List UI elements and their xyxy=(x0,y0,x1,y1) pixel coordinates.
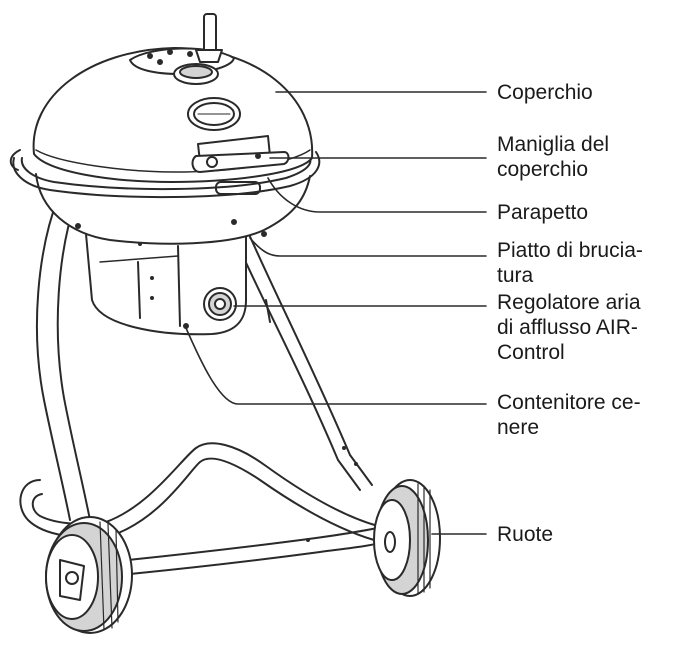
label-coperchio: Coperchio xyxy=(497,80,593,105)
label-line: nere xyxy=(497,416,540,439)
label-piatto-di-bruciatura: Piatto di brucia- tura xyxy=(497,238,643,288)
label-line: Maniglia del xyxy=(497,133,610,156)
label-line: coperchio xyxy=(497,158,589,181)
label-line: Control xyxy=(497,341,565,364)
label-line: Coperchio xyxy=(497,81,593,104)
grill-bowl xyxy=(35,173,311,246)
air-regulator xyxy=(203,287,237,321)
cart-frame-rear xyxy=(231,231,373,491)
label-line: Parapetto xyxy=(497,201,589,224)
label-parapetto: Parapetto xyxy=(497,200,588,225)
label-line: Regolatore aria xyxy=(497,291,641,314)
label-line: Contenitore ce- xyxy=(497,391,641,414)
leader-piatto xyxy=(249,237,487,257)
label-regolatore-aria: Regolatore aria di afflusso AIR- Control xyxy=(497,290,641,365)
grill-lid xyxy=(32,13,314,183)
label-line: di afflusso AIR- xyxy=(497,316,638,339)
label-ruote: Ruote xyxy=(497,522,553,547)
label-contenitore-cenere: Contenitore ce- nere xyxy=(497,390,641,440)
leader-parapetto xyxy=(267,177,487,213)
label-maniglia-del-coperchio: Maniglia del coperchio xyxy=(497,132,609,182)
right-wheel xyxy=(373,479,441,597)
leader-lines xyxy=(185,91,487,535)
left-wheel xyxy=(45,516,133,634)
label-line: Ruote xyxy=(497,523,554,546)
label-line: tura xyxy=(497,264,534,287)
leader-contenitore xyxy=(185,327,487,405)
parapet-ring xyxy=(9,149,321,199)
label-line: Piatto di brucia- xyxy=(497,239,643,262)
cart-frame-front-leg xyxy=(35,197,91,521)
